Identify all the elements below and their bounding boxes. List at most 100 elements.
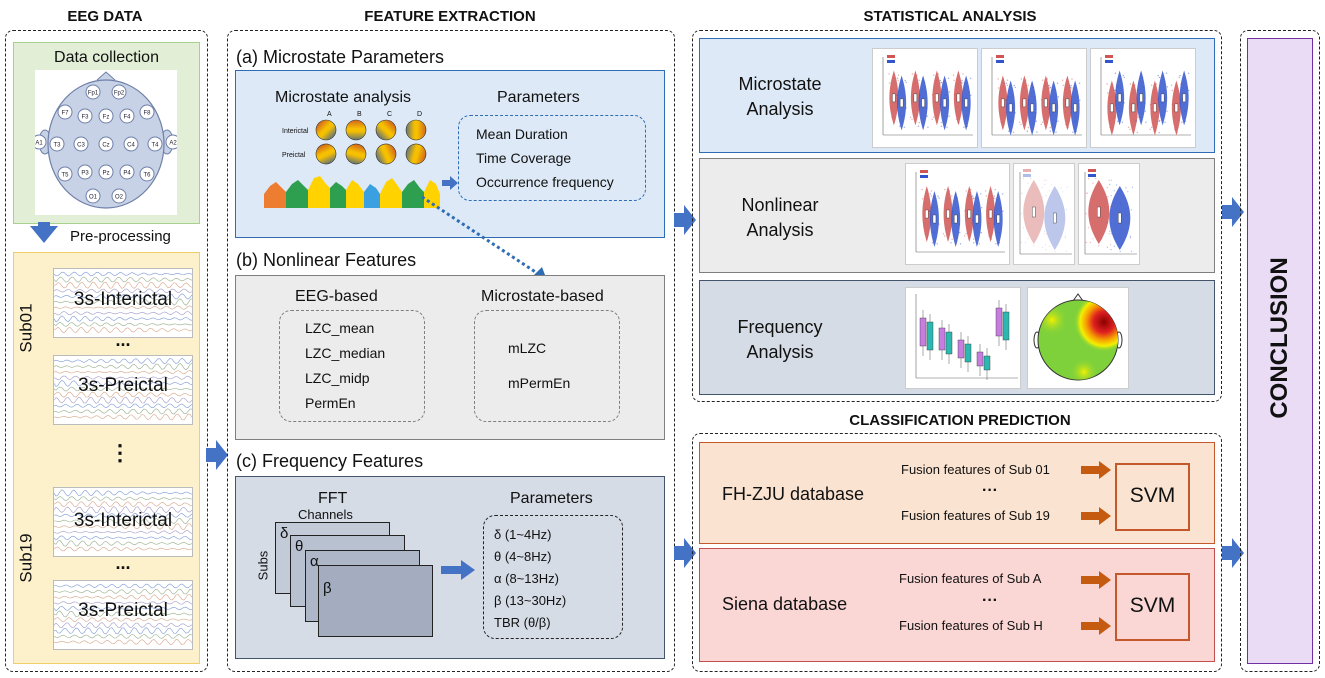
data-collection-label: Data collection: [54, 49, 159, 66]
sub19-preictal-waves: [53, 580, 193, 650]
channels-label: Channels: [298, 507, 353, 522]
fhzju-feature-1: Fusion features of Sub 01: [901, 462, 1050, 477]
electrode-a2: A2: [165, 134, 177, 150]
param-tbr: TBR (θ/β): [494, 615, 551, 630]
fft-to-parameters-arrow: [441, 560, 475, 580]
sequence-to-parameters-arrow: [442, 176, 458, 190]
electrode-o1: O1: [85, 188, 101, 204]
conclusion-label-wrap: CONCLUSION: [1247, 38, 1313, 664]
electrode-fz: Fz: [98, 108, 114, 124]
ms-parameters-title: Parameters: [497, 89, 580, 106]
svg-text:Cz: Cz: [102, 143, 109, 149]
svg-text:F3: F3: [81, 115, 89, 121]
sub19-interictal-waves: [53, 487, 193, 557]
sub19-interictal-label: 3s-Interictal: [73, 510, 173, 531]
svg-text:F4: F4: [123, 115, 131, 121]
svg-text:T5: T5: [61, 173, 69, 179]
param-delta: δ (1~4Hz): [494, 527, 552, 542]
microstate-analysis-label: Microstate analysis: [275, 89, 412, 106]
freq-parameters-box: [483, 515, 623, 639]
siena-panel: [699, 548, 1215, 662]
electrode-fp2: Fp2: [111, 84, 127, 100]
fhzju-svm-label: SVM: [1129, 484, 1176, 507]
nonlinear-violin-plot-1: [905, 163, 1010, 265]
electrode-c4: C4: [123, 136, 139, 152]
conclusion-panel: [1247, 38, 1313, 664]
ms-row-interictal: Interictal: [282, 128, 309, 135]
microstate-panel: [235, 70, 665, 238]
electrode-p4: P4: [119, 164, 135, 180]
statistical-analysis-title: STATISTICAL ANALYSIS: [863, 8, 1037, 25]
eeg-based-box: [279, 310, 425, 422]
param-alpha: α (8~13Hz): [494, 571, 559, 586]
preprocessing-arrow: [30, 226, 58, 243]
microstate-section-title: (a) Microstate Parameters: [236, 47, 445, 67]
electrode-f4: F4: [119, 108, 135, 124]
sub01-interictal-label: 3s-Interictal: [73, 289, 173, 310]
svg-text:T6: T6: [143, 173, 151, 179]
svg-text:A2: A2: [169, 141, 177, 147]
lzc-mean: LZC_mean: [305, 320, 375, 336]
sub01-label: Sub01: [16, 303, 36, 353]
arrow-features-to-classification: [674, 538, 696, 568]
mlzc: mLZC: [508, 340, 547, 356]
fhzju-dots: ···: [982, 482, 998, 499]
electrode-t4: T4: [147, 136, 163, 152]
fhzju-svm-box: [1115, 463, 1190, 531]
classification-title: CLASSIFICATION PREDICTION: [849, 412, 1071, 429]
sub01-ellipsis: ...: [115, 330, 131, 350]
param-beta: β (13~30Hz): [494, 593, 567, 608]
conclusion-label: CONCLUSION: [1266, 257, 1293, 419]
siena-feature-2: Fusion features of Sub H: [899, 618, 1043, 633]
nonlinear-section-title: (b) Nonlinear Features: [236, 250, 417, 270]
siena-dots: ···: [982, 592, 998, 609]
freq-parameters-title: Parameters: [510, 490, 593, 507]
microstate-violin-plot-1: [872, 48, 978, 148]
electrode-t5: T5: [57, 166, 73, 182]
arrow-classification-to-conclusion: [1222, 538, 1244, 568]
svg-text:F8: F8: [143, 111, 151, 117]
mpermen: mPermEn: [508, 375, 571, 391]
fhzju-arrow-2: [1081, 507, 1111, 525]
electrode-f3: F3: [77, 108, 93, 124]
svg-text:Fp2: Fp2: [114, 91, 125, 97]
eeg-data-column: [5, 30, 208, 672]
electrode-fp1: Fp1: [85, 84, 101, 100]
band-card-beta: β: [318, 565, 433, 637]
svg-text:F7: F7: [61, 111, 69, 117]
svg-text:T4: T4: [151, 143, 159, 149]
ms-param-occurrence: Occurrence frequency: [476, 174, 614, 190]
microstate-sequence: [264, 176, 440, 208]
nonlinear-violin-plot-3: [1078, 163, 1140, 265]
arrow-stats-to-conclusion: [1222, 197, 1244, 227]
svg-text:O1: O1: [89, 195, 98, 201]
svg-text:A1: A1: [35, 141, 43, 147]
microstate-topomaps: [315, 119, 427, 165]
siena-svm-box: [1115, 573, 1190, 641]
electrode-f7: F7: [57, 104, 73, 120]
electrode-pz: Pz: [98, 164, 114, 180]
svg-text:T3: T3: [53, 143, 61, 149]
svg-text:C3: C3: [77, 143, 85, 149]
svg-text:C4: C4: [127, 143, 135, 149]
nonlinear-violin-plot-2: [1013, 163, 1075, 265]
frequency-topomap: [1027, 287, 1129, 389]
sub19-label: Sub19: [16, 533, 36, 583]
electrode-a1: A1: [35, 134, 47, 150]
electrode-t3: T3: [49, 136, 65, 152]
siena-arrow-2: [1081, 617, 1111, 635]
subjects-vdots: ⋮: [109, 440, 131, 465]
siena-name: Siena database: [722, 594, 848, 614]
electrode-o2: O2: [111, 188, 127, 204]
siena-feature-1: Fusion features of Sub A: [899, 571, 1042, 586]
siena-arrow-1: [1081, 571, 1111, 589]
electrode-cz: Cz: [98, 136, 114, 152]
eeg-data-title: EEG DATA: [67, 8, 143, 25]
fhzju-name: FH-ZJU database: [722, 484, 865, 504]
sub01-preictal-waves: [53, 355, 193, 425]
param-theta: θ (4~8Hz): [494, 549, 552, 564]
